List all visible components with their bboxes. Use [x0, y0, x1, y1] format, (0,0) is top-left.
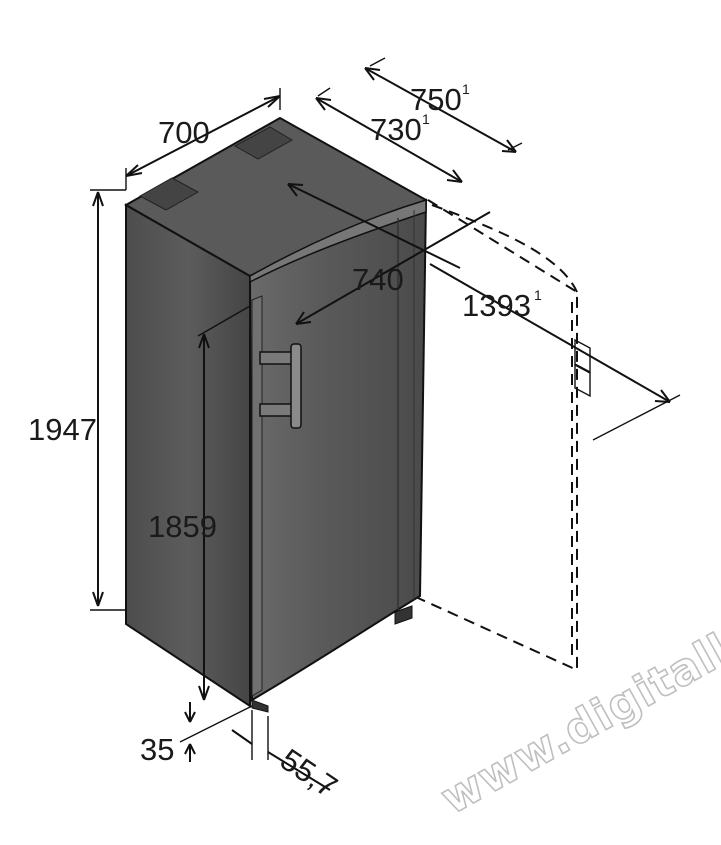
label-foot-height: 35	[140, 732, 174, 767]
label-foot-offset: 55,7	[274, 742, 344, 805]
label-depth-total: 750	[410, 82, 462, 117]
dim-line-door-depth	[287, 183, 461, 269]
label-door-open-note: 1	[534, 287, 542, 303]
dim-line-width	[125, 88, 281, 190]
label-depth-total-note: 1	[462, 81, 470, 97]
label-height-total: 1947	[28, 412, 97, 447]
label-door-depth: 740	[352, 262, 404, 297]
fridge-side-panel	[125, 203, 251, 708]
watermark: www.digitalko.hu	[433, 563, 721, 825]
label-width: 700	[158, 115, 210, 150]
dim-line-foot-height	[179, 702, 253, 762]
open-door-outline	[417, 199, 591, 672]
dim-line-height-total	[90, 189, 126, 611]
dim-line-door-open	[295, 211, 681, 441]
dim-line-foot-offset	[231, 710, 331, 791]
label-depth-body: 730	[370, 112, 422, 147]
door-handle	[259, 343, 302, 429]
fridge-door	[248, 198, 428, 702]
dim-line-height-door	[197, 305, 251, 701]
label-height-door: 1859	[148, 509, 217, 544]
label-depth-body-note: 1	[422, 111, 430, 127]
dim-line-depth-body	[315, 87, 463, 183]
dim-line-depth-total	[364, 57, 523, 153]
label-door-open: 1393	[462, 288, 531, 323]
